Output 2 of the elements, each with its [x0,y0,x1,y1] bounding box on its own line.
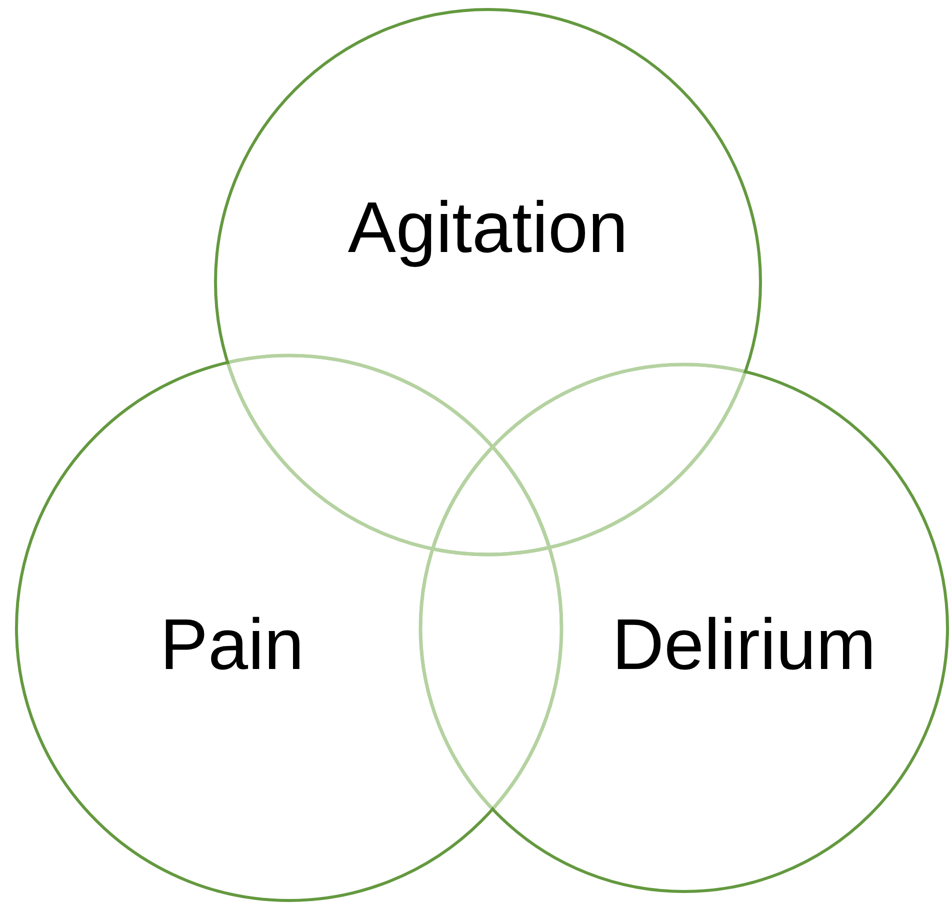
circle-label: Delirium [612,609,876,681]
circle-label: Pain [160,609,304,681]
